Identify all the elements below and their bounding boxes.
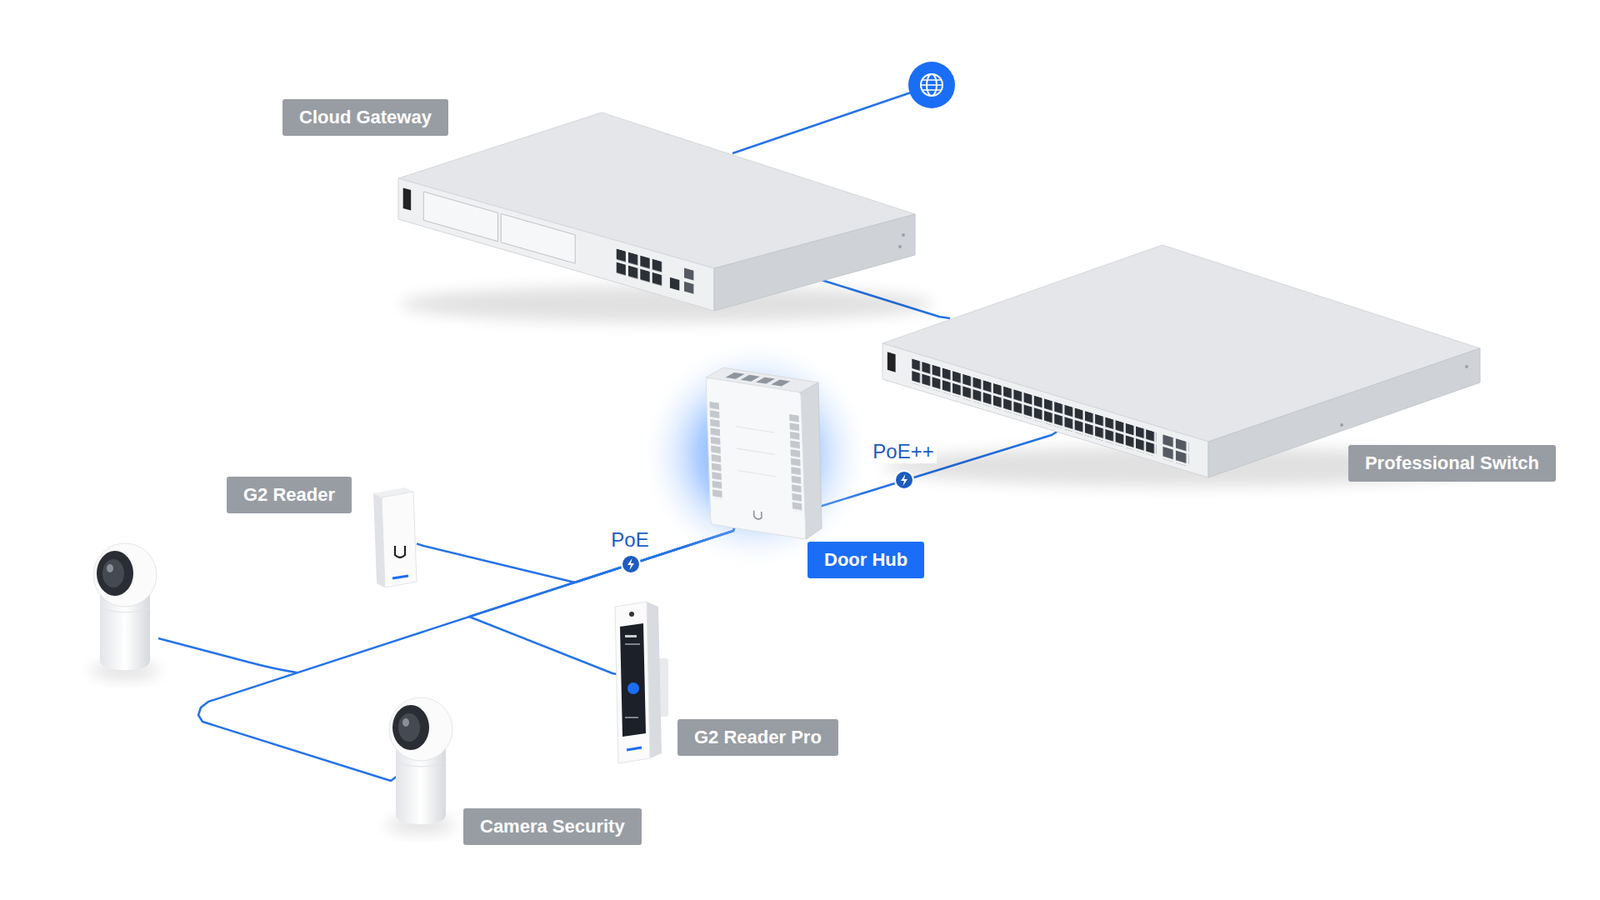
internet-globe-icon — [908, 61, 955, 109]
g2-reader-device — [381, 491, 417, 588]
door-hub-device — [736, 448, 775, 455]
g2-reader-device — [395, 545, 405, 558]
device-label: Cloud Gateway — [282, 99, 449, 136]
device-node: Cloud Gateway — [500, 166, 834, 267]
cloud-gateway-device — [898, 245, 902, 249]
cloud-gateway-device — [423, 191, 498, 242]
g2-reader-pro-device — [625, 643, 640, 645]
door-hub-device — [705, 377, 806, 540]
security-camera — [402, 718, 410, 727]
cloud-gateway-device — [403, 187, 411, 210]
camera-wire — [158, 638, 297, 673]
network-cable — [198, 523, 736, 781]
device-node: Professional Switch — [950, 275, 1417, 431]
g2-reader-device — [373, 487, 417, 588]
power-bolt-icon — [895, 470, 914, 490]
security-camera — [106, 564, 114, 573]
device-node: G2 Reader — [379, 500, 417, 575]
security-camera — [389, 697, 453, 761]
device-node: Door Hub — [726, 375, 796, 524]
device-label: Camera Security — [463, 808, 642, 845]
uplink-wire — [732, 91, 914, 154]
power-bolt-icon — [895, 470, 914, 490]
g2-reader-pro-device — [615, 601, 669, 764]
device-node: Camera Security — [400, 700, 442, 817]
security-camera — [96, 550, 134, 596]
door-hub-device — [735, 425, 775, 433]
security-camera — [93, 543, 157, 670]
cloud-gateway-device — [670, 277, 680, 291]
door-hub-device — [639, 337, 873, 571]
door-hub-device — [705, 377, 806, 540]
security-camera — [102, 559, 125, 588]
power-bolt-icon — [900, 474, 908, 486]
cloud-gateway-device — [684, 281, 694, 295]
cloud-gateway-device — [714, 214, 915, 311]
power-bolt-icon — [627, 558, 635, 570]
internet-globe-icon — [920, 80, 943, 90]
edge-label: PoE++ — [870, 440, 936, 464]
edge-label: PoE — [608, 528, 651, 552]
cloud-gateway-device — [403, 185, 695, 298]
internet-globe-icon — [908, 61, 955, 109]
device-label: Professional Switch — [1348, 445, 1556, 482]
cloud-gateway-device — [684, 268, 694, 281]
professional-switch-device — [911, 358, 1156, 457]
professional-switch-device — [1162, 434, 1189, 467]
g2-reader-pro-device — [625, 635, 637, 638]
g2-reader-pro-device — [620, 623, 646, 737]
door-hub-device — [770, 380, 790, 387]
security-camera — [100, 608, 150, 613]
g2-reader-pro-device — [626, 747, 642, 750]
door-hub-device — [789, 414, 802, 513]
security-camera — [392, 705, 430, 750]
g2-reader-pro-device — [615, 601, 650, 764]
cloud-gateway-device — [616, 248, 665, 289]
security-camera — [93, 543, 157, 607]
security-camera — [395, 762, 446, 767]
device-node: G2 Reader Pro — [618, 608, 663, 750]
device-label: Door Hub — [807, 541, 925, 579]
g2-reader-device — [392, 575, 409, 579]
professional-switch-device — [887, 351, 896, 372]
device-label: G2 Reader — [226, 476, 352, 514]
g2-reader-pro-device — [629, 611, 635, 617]
device-label: G2 Reader Pro — [677, 719, 839, 756]
security-camera — [398, 713, 420, 742]
professional-switch-device — [1340, 423, 1344, 427]
cloud-gateway-device — [398, 178, 715, 311]
cloud-gateway-device — [398, 112, 915, 311]
professional-switch-device — [882, 245, 1480, 478]
door-hub-device — [725, 372, 745, 380]
power-bolt-icon — [621, 555, 640, 574]
power-bolt-icon — [621, 555, 640, 574]
cloud-gateway-device — [901, 233, 905, 237]
cloud-gateway-device — [500, 213, 575, 264]
internet-globe-icon — [920, 74, 943, 96]
g2-reader-pro-device — [625, 716, 639, 719]
door-hub-device — [737, 470, 776, 477]
door-hub-device — [754, 510, 762, 520]
door-hub-device — [755, 377, 775, 385]
door-hub-device — [725, 372, 790, 387]
professional-switch-device — [1465, 365, 1469, 369]
door-hub-device — [709, 401, 722, 500]
door-hub-device — [639, 337, 873, 571]
door-hub-device — [740, 375, 760, 382]
g2-reader-pro-device — [627, 682, 640, 695]
security-camera — [389, 697, 453, 825]
